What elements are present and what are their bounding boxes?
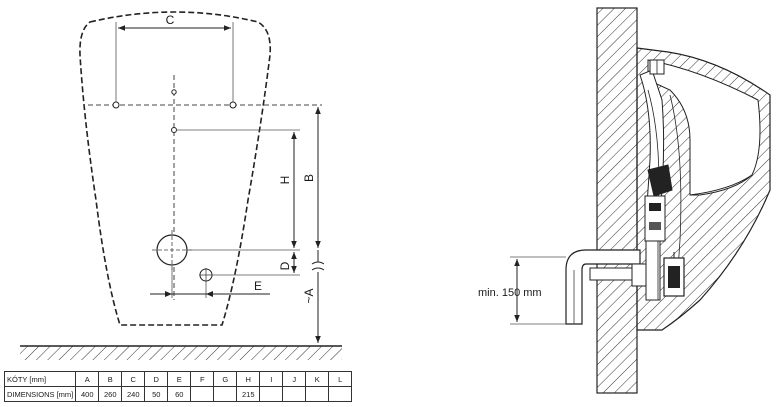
front-view: C E H D B: [20, 11, 342, 360]
col-header-g: G: [213, 371, 238, 387]
dim-label-h: H: [278, 176, 292, 185]
col-header-f: F: [190, 371, 215, 387]
mounting-hole-top: [171, 89, 177, 95]
row-header-koty: KÓTY [mm]: [3, 371, 77, 387]
mounting-hole-left: [112, 101, 120, 109]
valve-unit: [644, 195, 666, 242]
col-header-e: E: [167, 371, 192, 387]
water-inlet-point: [171, 127, 177, 133]
col-header-l: L: [328, 371, 353, 387]
col-header-b: B: [98, 371, 123, 387]
col-header-j: J: [282, 371, 307, 387]
value-h: 215: [236, 386, 261, 402]
urinal-front-outline: [79, 11, 272, 326]
dim-label-b: B: [302, 174, 316, 182]
side-view: min. 150 mm: [478, 7, 771, 394]
value-d: 50: [144, 386, 169, 402]
col-header-a: A: [75, 371, 100, 387]
value-g: [213, 386, 238, 402]
dim-label-e: E: [254, 279, 262, 293]
value-l: [328, 386, 353, 402]
value-k: [305, 386, 330, 402]
pipe-flange: [631, 263, 647, 287]
value-c: 240: [121, 386, 146, 402]
sensor-module: [647, 164, 673, 197]
value-e: 60: [167, 386, 192, 402]
wall-section: [596, 7, 638, 394]
row-header-dimensions: DIMENSIONS [mm]: [3, 386, 77, 402]
min-distance-label: min. 150 mm: [478, 287, 542, 299]
dim-label-a: ~A: [302, 288, 316, 303]
col-header-k: K: [305, 371, 330, 387]
col-header-d: D: [144, 371, 169, 387]
value-j: [282, 386, 307, 402]
value-i: [259, 386, 284, 402]
value-a: 400: [75, 386, 100, 402]
mounting-hole-right: [229, 101, 237, 109]
table-row: KÓTY [mm] A B C D E F G H I J K L: [3, 371, 353, 387]
table-row: DIMENSIONS [mm] 400 260 240 50 60 215: [3, 386, 353, 402]
col-header-h: H: [236, 371, 261, 387]
dimension-table: KÓTY [mm] A B C D E F G H I J K L DIMENS…: [3, 371, 353, 402]
dim-label-c: C: [166, 13, 175, 27]
col-header-c: C: [121, 371, 146, 387]
value-b: 260: [98, 386, 123, 402]
dim-label-d: D: [278, 261, 292, 270]
col-header-i: I: [259, 371, 284, 387]
floor-hatch: [20, 346, 342, 360]
value-f: [190, 386, 215, 402]
